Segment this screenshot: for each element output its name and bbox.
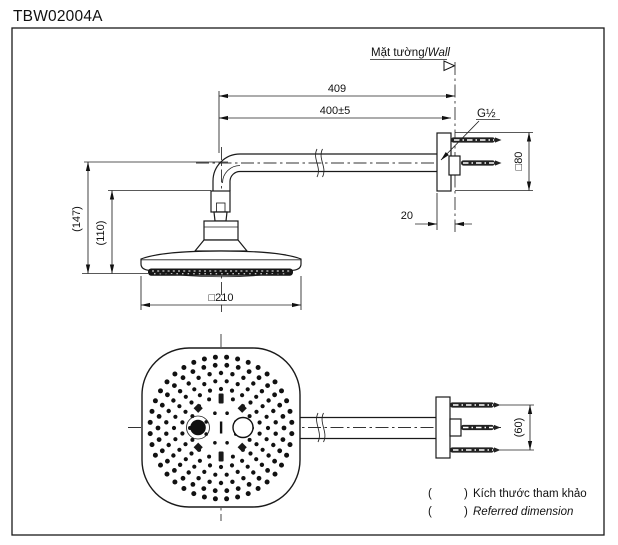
dimension-height-head: (110) bbox=[95, 190, 211, 274]
wall-reference: Mặt tường/Wall bbox=[370, 47, 456, 232]
dim-80-label: □80 bbox=[513, 152, 525, 171]
note-line-en: ()Referred dimension bbox=[428, 506, 573, 518]
sheet-border bbox=[11, 27, 605, 536]
thread-socket-bottom bbox=[449, 418, 462, 437]
wall-flange-bottom bbox=[435, 396, 451, 459]
spray-face bbox=[148, 268, 293, 278]
thread-socket bbox=[448, 155, 461, 176]
dim-400-label: 400±5 bbox=[320, 105, 351, 117]
dimension-head-square: □210 bbox=[140, 276, 302, 310]
dimension-arm-install: 400±5 bbox=[218, 105, 452, 121]
break-line bbox=[320, 148, 325, 178]
wall-arrow bbox=[443, 60, 456, 72]
dimension-plate-thickness: 20 bbox=[401, 193, 472, 230]
thread-label: G½ bbox=[477, 108, 496, 120]
break-line bbox=[321, 412, 326, 443]
union-nut bbox=[210, 190, 231, 213]
head-hub bbox=[203, 220, 239, 241]
dimension-plate-square: □80 bbox=[455, 132, 533, 191]
dim-60-label: (60) bbox=[513, 418, 525, 438]
dim-20-label: 20 bbox=[401, 210, 413, 222]
head-neck bbox=[193, 239, 249, 252]
dimension-arm-total: 409 bbox=[218, 83, 456, 153]
break-line bbox=[316, 412, 320, 443]
head-dome bbox=[140, 250, 302, 271]
dimension-thread: G½ bbox=[440, 108, 500, 161]
dim-147-label: (147) bbox=[71, 206, 83, 232]
dim-110-label: (110) bbox=[95, 221, 107, 246]
dimension-screw-spacing: (60) bbox=[500, 404, 534, 451]
note-line-vn: ()Kích thước tham khảo bbox=[428, 488, 587, 500]
break-line bbox=[315, 148, 319, 178]
spray-hole-pattern bbox=[147, 354, 295, 502]
model-number: TBW02004A bbox=[13, 8, 103, 25]
dim-210-label: □210 bbox=[209, 292, 234, 304]
dimension-height-total: (147) bbox=[71, 161, 228, 274]
joint-collar bbox=[213, 211, 228, 222]
reference-note: ()Kích thước tham khảo ()Referred dimens… bbox=[428, 488, 587, 518]
center-nozzles bbox=[186, 393, 254, 462]
bottom-view: (60) bbox=[128, 334, 534, 521]
arm-bend-contour bbox=[222, 165, 241, 184]
front-view bbox=[140, 132, 502, 312]
mounting-screws-bottom bbox=[450, 402, 501, 453]
wall-label: Mặt tường/Wall bbox=[371, 47, 450, 59]
dim-409-label: 409 bbox=[328, 83, 346, 95]
